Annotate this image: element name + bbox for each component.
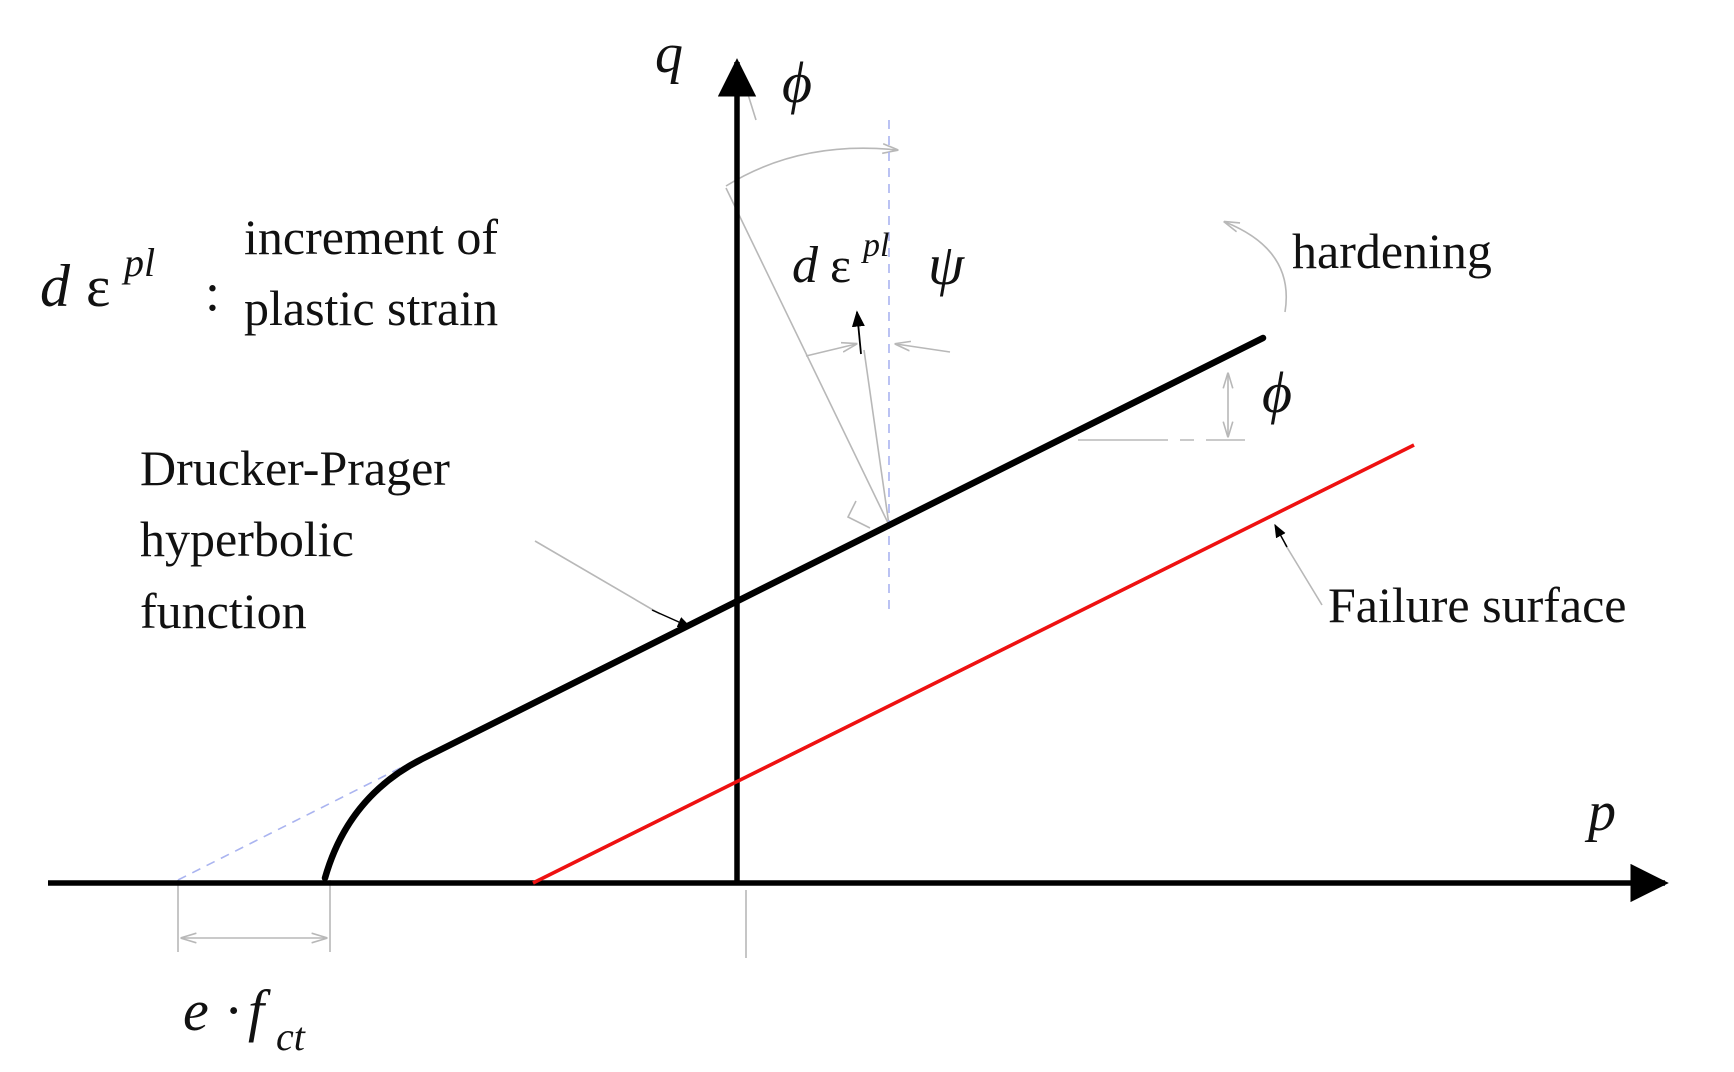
legend-d: d	[40, 253, 71, 319]
legend-epsilon: ε	[86, 254, 110, 319]
failure-surface-label: Failure surface	[1328, 577, 1626, 633]
dp-label: Drucker-Prager hyperbolic function	[140, 440, 450, 639]
asymptote-extension-dashed	[177, 754, 427, 881]
legend-colon: :	[205, 262, 220, 322]
failure-surface-line	[532, 443, 1415, 885]
p-axis-label: p	[1584, 781, 1616, 843]
plastic-strain-vector-guide	[863, 349, 890, 526]
construction-lines	[177, 87, 1323, 958]
dp-label-line1: Drucker-Prager	[140, 440, 450, 496]
strain-d: d	[792, 237, 819, 294]
failure-leader	[1284, 543, 1323, 606]
legend: d ε pl : increment of plastic strain	[40, 209, 498, 336]
strain-increment-label: d ε pl	[792, 227, 889, 294]
ecc-e: e	[183, 978, 209, 1043]
legend-line1: increment of	[244, 209, 498, 265]
eccentricity-label: e · f ct	[183, 978, 306, 1059]
psi-tick-left	[805, 344, 856, 357]
phi-axis-label: ϕ	[782, 50, 812, 115]
dp-label-line2: hyperbolic	[140, 511, 354, 567]
strain-superscript: pl	[861, 227, 889, 264]
legend-line2: plastic strain	[244, 280, 498, 336]
plastic-strain-arrow	[851, 310, 865, 355]
top-angle-arc	[725, 148, 897, 187]
psi-tick-right	[896, 344, 951, 353]
top-angle-guide	[745, 87, 757, 121]
right-angle-mark	[846, 500, 871, 529]
q-axis-label: q	[655, 23, 683, 85]
ecc-subscript: ct	[276, 1014, 306, 1059]
ecc-f: f	[248, 978, 271, 1043]
failure-pointer-arrow	[1274, 523, 1288, 548]
hardening-arc	[1225, 222, 1287, 313]
dp-leader	[534, 540, 661, 615]
dp-label-line3: function	[140, 583, 307, 639]
psi-angle-label: ψ	[928, 232, 965, 297]
legend-superscript: pl	[121, 240, 155, 285]
dp-pointer-arrow	[651, 609, 692, 628]
strain-epsilon: ε	[830, 237, 851, 293]
ecc-dot: ·	[224, 978, 243, 1043]
normal-line	[725, 187, 890, 526]
drucker-prager-curve	[321, 334, 1267, 882]
hardening-label: hardening	[1292, 223, 1492, 279]
phi-angle-label: ϕ	[1262, 360, 1292, 425]
